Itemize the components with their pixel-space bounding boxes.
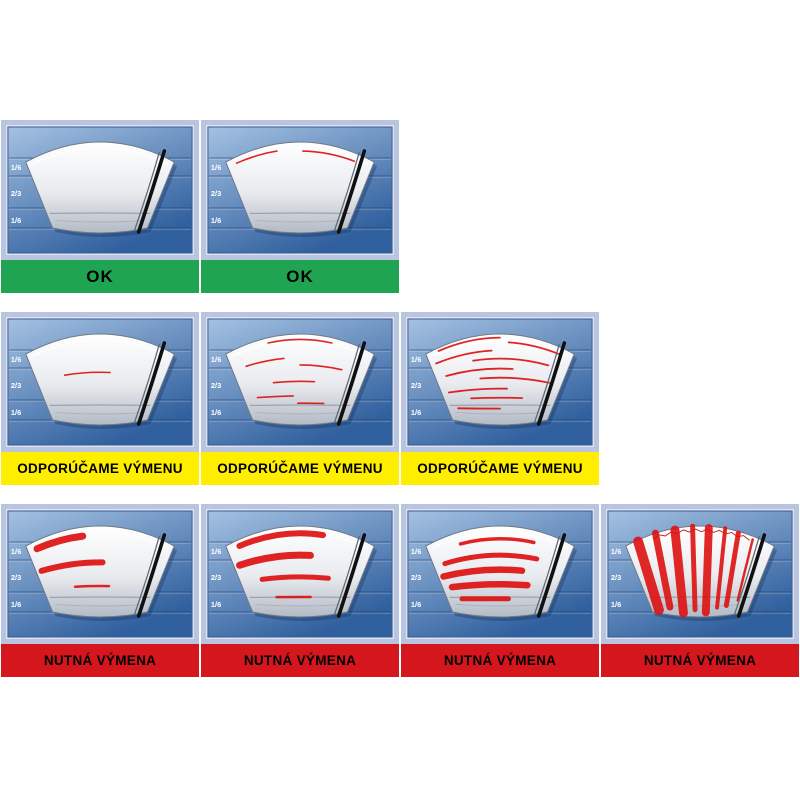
wiper-swipe-diagram: 1/6 2/3 1/6 [201, 120, 399, 260]
svg-text:1/6: 1/6 [211, 216, 221, 225]
svg-text:1/6: 1/6 [211, 547, 221, 556]
wiper-swipe-diagram: 1/6 2/3 1/6 [601, 504, 799, 644]
wiper-swipe-diagram: 1/6 2/3 1/6 [401, 312, 599, 452]
svg-text:1/6: 1/6 [411, 600, 421, 609]
svg-text:1/6: 1/6 [11, 163, 21, 172]
status-label-required: NUTNÁ VÝMENA [601, 644, 799, 677]
svg-text:1/6: 1/6 [411, 408, 421, 417]
svg-text:1/6: 1/6 [11, 547, 21, 556]
wiper-swipe-diagram: 1/6 2/3 1/6 [1, 120, 199, 260]
status-label-ok: OK [1, 260, 199, 293]
status-label-required: NUTNÁ VÝMENA [401, 644, 599, 677]
status-label-required: NUTNÁ VÝMENA [201, 644, 399, 677]
svg-text:2/3: 2/3 [411, 381, 421, 390]
wiper-swipe-diagram: 1/6 2/3 1/6 [201, 312, 399, 452]
svg-text:1/6: 1/6 [611, 547, 621, 556]
svg-text:2/3: 2/3 [211, 381, 221, 390]
svg-text:1/6: 1/6 [411, 547, 421, 556]
svg-text:2/3: 2/3 [11, 573, 21, 582]
svg-text:2/3: 2/3 [411, 573, 421, 582]
svg-text:1/6: 1/6 [211, 355, 221, 364]
svg-text:2/3: 2/3 [211, 189, 221, 198]
status-label-recommend: ODPORÚČAME VÝMENU [1, 452, 199, 485]
svg-text:2/3: 2/3 [11, 189, 21, 198]
status-label-ok: OK [201, 260, 399, 293]
wiper-swipe-diagram: 1/6 2/3 1/6 [1, 312, 199, 452]
status-label-required: NUTNÁ VÝMENA [1, 644, 199, 677]
wiper-swipe-diagram: 1/6 2/3 1/6 [1, 504, 199, 644]
svg-text:2/3: 2/3 [11, 381, 21, 390]
svg-text:1/6: 1/6 [11, 600, 21, 609]
svg-text:1/6: 1/6 [211, 600, 221, 609]
svg-text:2/3: 2/3 [211, 573, 221, 582]
svg-text:1/6: 1/6 [211, 408, 221, 417]
svg-text:1/6: 1/6 [411, 355, 421, 364]
status-label-recommend: ODPORÚČAME VÝMENU [401, 452, 599, 485]
svg-text:1/6: 1/6 [11, 355, 21, 364]
svg-text:1/6: 1/6 [611, 600, 621, 609]
svg-text:2/3: 2/3 [611, 573, 621, 582]
svg-text:1/6: 1/6 [211, 163, 221, 172]
status-label-recommend: ODPORÚČAME VÝMENU [201, 452, 399, 485]
svg-text:1/6: 1/6 [11, 216, 21, 225]
svg-text:1/6: 1/6 [11, 408, 21, 417]
wiper-swipe-diagram: 1/6 2/3 1/6 [201, 504, 399, 644]
wiper-swipe-diagram: 1/6 2/3 1/6 [401, 504, 599, 644]
